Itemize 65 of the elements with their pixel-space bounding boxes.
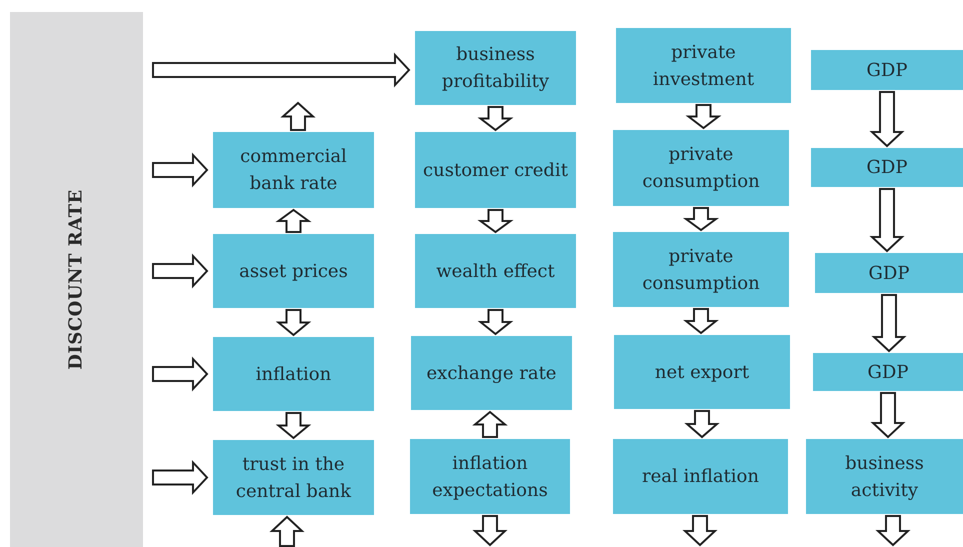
process-box: [410, 439, 570, 514]
block-arrow: [280, 102, 316, 131]
box-label: asset prices: [238, 260, 349, 284]
process-box: [613, 232, 789, 307]
box-label: real inflation: [641, 465, 760, 489]
block-arrow: [269, 516, 305, 547]
process-box: [213, 234, 374, 308]
block-arrow: [869, 188, 905, 252]
block-arrow: [478, 309, 514, 336]
process-box: [815, 253, 963, 293]
block-arrow: [152, 356, 208, 392]
block-arrow: [871, 294, 907, 352]
box-label: business profitability: [440, 43, 550, 94]
process-box: [213, 440, 374, 515]
block-arrow: [869, 91, 905, 148]
block-arrow: [472, 410, 508, 438]
box-label: inflation expectations: [431, 452, 549, 502]
process-box: [415, 132, 576, 208]
band-title: DISCOUNT RATE: [65, 188, 88, 372]
process-box: [811, 50, 963, 90]
block-arrow: [152, 253, 208, 289]
box-label: GDP: [866, 360, 910, 384]
block-arrow: [682, 515, 718, 546]
block-arrow: [477, 209, 514, 234]
box-label: private consumption: [641, 143, 761, 194]
block-arrow: [875, 515, 911, 546]
block-arrow: [682, 207, 720, 232]
process-box: [613, 130, 789, 206]
box-label: GDP: [866, 156, 908, 180]
box-label: business activity: [844, 452, 925, 502]
block-arrow: [683, 308, 719, 334]
block-arrow: [870, 392, 906, 438]
process-box: [813, 353, 963, 391]
block-arrow: [276, 309, 312, 336]
block-arrow: [152, 460, 208, 496]
process-box: [213, 132, 374, 208]
block-arrow: [275, 208, 312, 233]
process-box: [213, 337, 374, 411]
box-label: private investment: [652, 40, 756, 92]
box-label: wealth effect: [435, 260, 556, 284]
block-arrow: [152, 152, 208, 188]
box-label: trust in the central bank: [234, 452, 352, 504]
block-arrow: [152, 52, 410, 88]
process-box: [613, 439, 788, 514]
process-box: [811, 148, 963, 187]
side-band: [10, 12, 143, 547]
box-label: GDP: [868, 262, 910, 286]
box-label: exchange rate: [426, 362, 558, 386]
block-arrow: [472, 515, 508, 546]
box-label: inflation: [254, 362, 332, 386]
box-label: private consumption: [641, 244, 761, 296]
process-box: [614, 335, 790, 409]
process-box: [616, 28, 791, 103]
block-arrow: [478, 106, 514, 132]
box-label: GDP: [866, 58, 908, 82]
block-arrow: [684, 410, 720, 438]
process-box: [806, 439, 963, 514]
block-arrow: [276, 412, 312, 440]
process-box: [415, 234, 576, 308]
process-box: [415, 31, 576, 105]
box-label: commercial bank rate: [239, 145, 348, 196]
box-label: net export: [654, 360, 750, 384]
process-box: [411, 336, 572, 410]
box-label: customer credit: [422, 158, 569, 182]
block-arrow: [686, 104, 722, 130]
